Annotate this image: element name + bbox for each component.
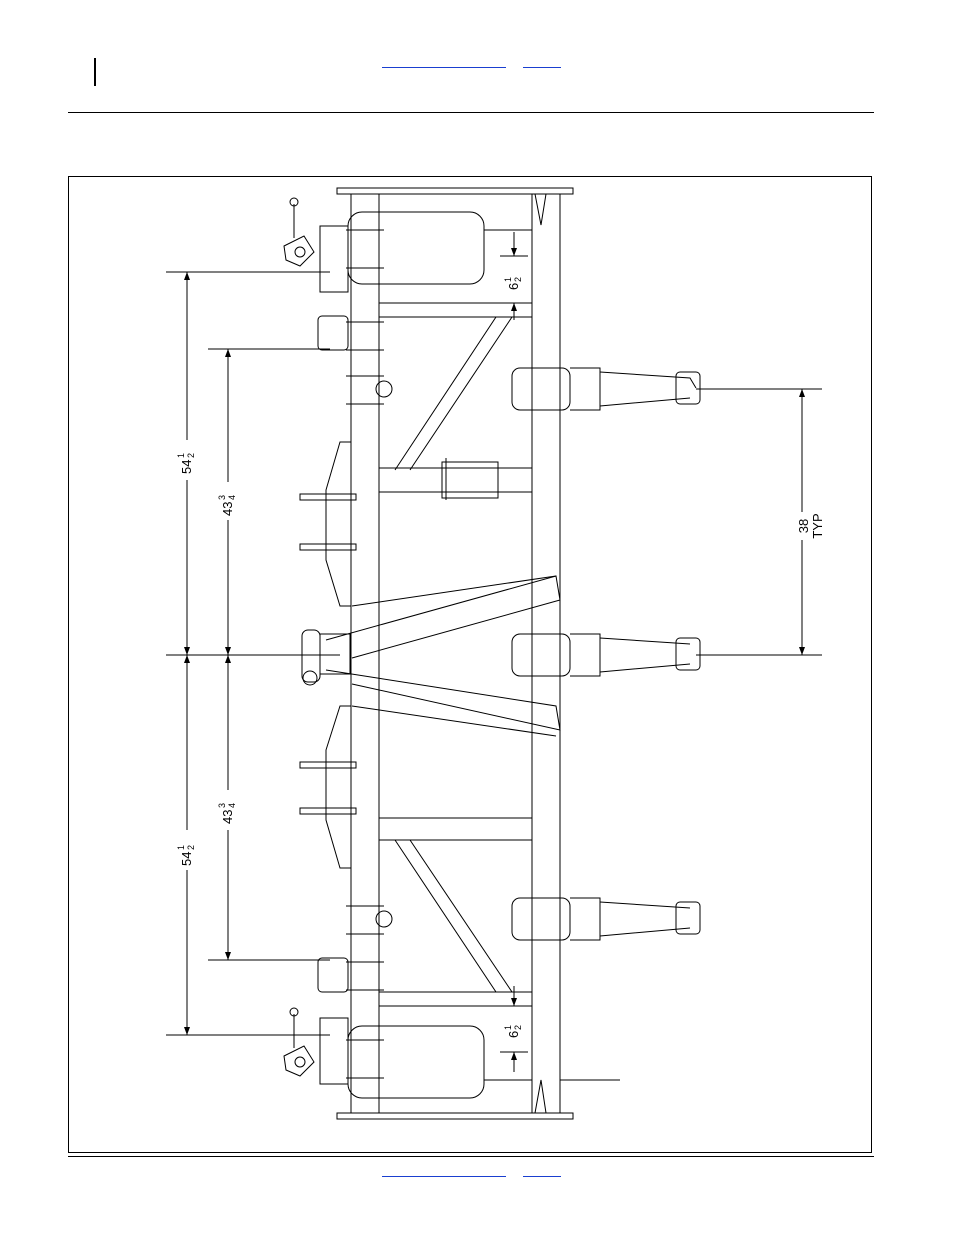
crank-handle-top [284, 198, 314, 266]
svg-text:4: 4 [227, 495, 237, 500]
hitch-ring-upper [376, 381, 392, 397]
svg-text:1: 1 [176, 453, 186, 458]
svg-text:1: 1 [176, 845, 186, 850]
svg-text:6: 6 [506, 283, 521, 290]
diagonal-brace-top [395, 317, 512, 470]
svg-text:54: 54 [179, 460, 194, 474]
svg-text:2: 2 [186, 453, 196, 458]
gauge-mount-top [320, 226, 348, 292]
gauge-wheel-bottom [348, 1026, 484, 1098]
bracket-upper [318, 316, 348, 350]
svg-text:3: 3 [217, 495, 227, 500]
row-unit-clamp-1 [512, 368, 700, 410]
svg-text:54: 54 [179, 852, 194, 866]
mount-plates-lower [300, 706, 356, 868]
center-mount-clamp [442, 462, 498, 498]
row-unit-clamp-2 [512, 634, 700, 676]
footer-link-section[interactable] [382, 1176, 506, 1177]
end-plate-bottom [337, 1113, 573, 1119]
rear-toolbar-tube [532, 194, 560, 1113]
svg-text:2: 2 [513, 1025, 523, 1030]
center-mount-bar [379, 468, 532, 492]
hitch-ring-lower [376, 911, 392, 927]
row-unit-clamp-3 [512, 898, 700, 940]
dim-end-offset-lower: 6 1 2 [503, 1025, 523, 1038]
svg-text:2: 2 [186, 845, 196, 850]
end-plate-top [337, 188, 573, 194]
svg-text:43: 43 [220, 502, 235, 516]
svg-text:1: 1 [503, 1025, 513, 1030]
dim-outer-lower: 54 1 2 [176, 845, 196, 866]
diagonal-brace-bottom [395, 840, 512, 992]
svg-text:TYP: TYP [810, 513, 825, 538]
svg-text:1: 1 [503, 277, 513, 282]
dim-row-spacing: 38 TYP [796, 513, 825, 538]
lower-mount-bar [379, 818, 532, 840]
dimension-lines-right [500, 232, 822, 1072]
dimension-lines-left [166, 272, 340, 1035]
footer-rule [68, 1156, 874, 1157]
center-hitch [302, 576, 560, 736]
footer-link-index[interactable] [523, 1176, 561, 1177]
dimension-arrows-left [184, 272, 231, 1035]
mount-plates-upper [300, 442, 356, 606]
cross-brace-top [379, 303, 532, 317]
rear-tube-end-bottom [535, 1080, 546, 1113]
dim-inner-upper: 43 3 4 [217, 495, 237, 516]
cross-brace-bottom [379, 992, 532, 1006]
crank-handle-bottom [284, 1008, 314, 1076]
svg-text:6: 6 [506, 1031, 521, 1038]
bracket-lower [318, 958, 348, 992]
svg-text:43: 43 [220, 810, 235, 824]
dim-outer-upper: 54 1 2 [176, 453, 196, 474]
svg-text:3: 3 [217, 803, 227, 808]
rear-tube-end-top [535, 194, 546, 225]
main-toolbar-tube [351, 194, 379, 1113]
dim-inner-lower: 43 3 4 [217, 803, 237, 824]
svg-text:4: 4 [227, 803, 237, 808]
dimension-arrows-right [511, 248, 805, 1060]
svg-text:2: 2 [513, 277, 523, 282]
gauge-wheel-top [348, 212, 484, 284]
gauge-mount-bottom [320, 1018, 348, 1084]
dim-end-offset-upper: 6 1 2 [503, 277, 523, 290]
svg-text:38: 38 [796, 519, 811, 533]
